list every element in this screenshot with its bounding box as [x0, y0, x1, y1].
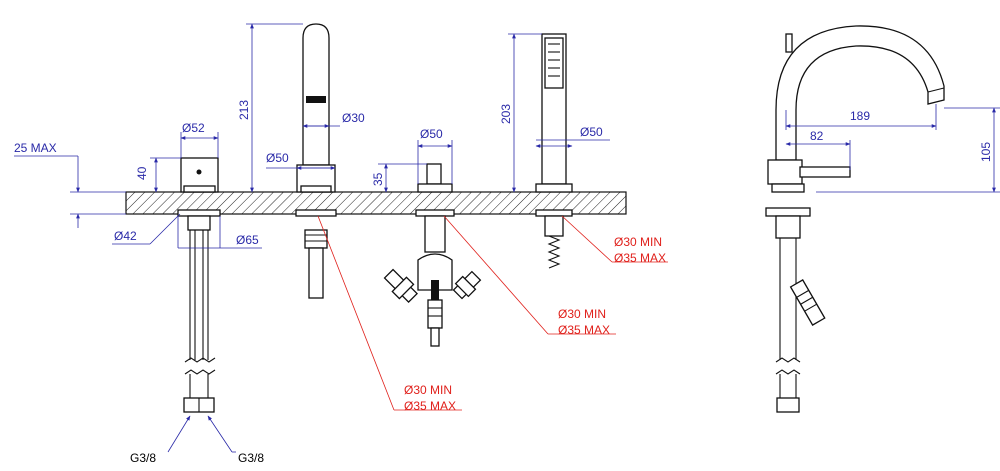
dim-40: 40: [135, 166, 149, 180]
valve-hole-min: Ø30 MIN: [558, 307, 606, 321]
dim-82: 82: [810, 129, 824, 143]
dim-105: 105: [979, 142, 993, 162]
countertop-section: [125, 191, 627, 215]
side-view-spout: [765, 25, 945, 413]
hand-shower-part: [535, 33, 573, 269]
diverter-valve-part: [383, 163, 482, 347]
thread-label-left: G3/8: [130, 451, 156, 465]
hand-hole-max: Ø35 MAX: [614, 251, 666, 265]
spout-hole-min: Ø30 MIN: [404, 383, 452, 397]
dimension-lines: [14, 23, 1000, 453]
dim-d30-spout: Ø30: [342, 111, 365, 125]
dim-d65: Ø65: [236, 233, 259, 247]
hand-hole-min: Ø30 MIN: [614, 235, 662, 249]
dim-203: 203: [499, 104, 513, 124]
dim-d42: Ø42: [114, 229, 137, 243]
spout-part: [295, 23, 337, 299]
valve-hole-max: Ø35 MAX: [558, 323, 610, 337]
dim-25-max: 25 MAX: [14, 141, 57, 155]
dim-35: 35: [371, 172, 385, 186]
dim-d50-spout: Ø50: [266, 151, 289, 165]
hole-note-leaders: [317, 215, 668, 411]
thread-label-right: G3/8: [238, 451, 264, 465]
dim-d50-hand: Ø50: [580, 125, 603, 139]
spout-hole-max: Ø35 MAX: [404, 399, 456, 413]
mixer-handle-part: [177, 157, 221, 413]
dim-d50-valve: Ø50: [420, 127, 443, 141]
dim-d52: Ø52: [182, 121, 205, 135]
dim-189: 189: [850, 109, 870, 123]
dim-213: 213: [237, 100, 251, 120]
